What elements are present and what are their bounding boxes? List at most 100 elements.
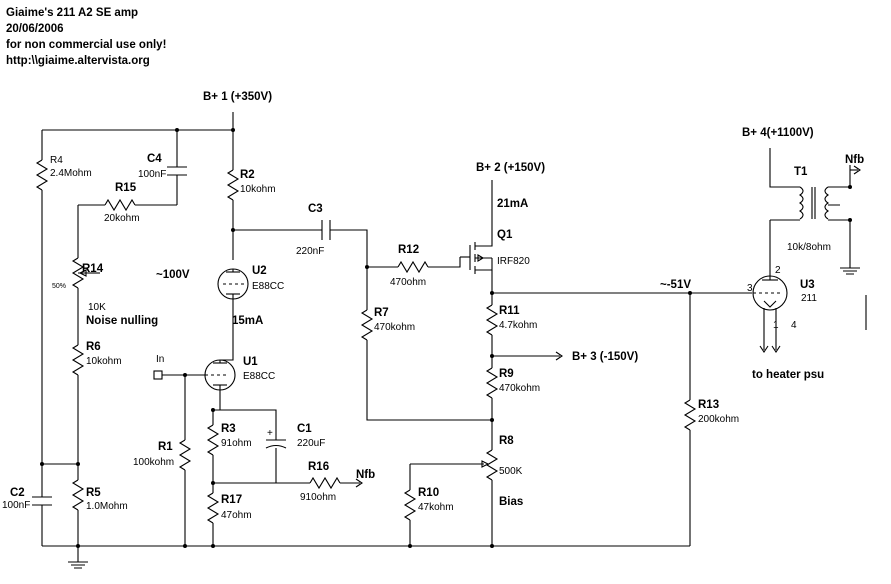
- r1-ref: R1: [158, 441, 173, 453]
- header-title: Giaime's 211 A2 SE amp: [6, 7, 138, 19]
- c4-capacitor: [167, 166, 187, 176]
- r3-value: 91ohm: [221, 438, 252, 449]
- c4-value: 100nF: [138, 169, 166, 180]
- r12-ref: R12: [398, 244, 419, 256]
- r17-ref: R17: [221, 494, 242, 506]
- u3-pin1: 1: [773, 320, 779, 331]
- r5-resistor: [71, 479, 85, 511]
- c3-capacitor: [321, 220, 331, 240]
- r9-ref: R9: [499, 368, 514, 380]
- r5-ref: R5: [86, 487, 101, 499]
- q1-value: IRF820: [497, 256, 530, 267]
- r17-value: 47ohm: [221, 510, 252, 521]
- r15-ref: R15: [115, 182, 137, 194]
- r13-resistor: [683, 399, 697, 431]
- r16-value: 910ohm: [300, 492, 336, 503]
- u1-ref: U1: [243, 356, 258, 368]
- r4-value: 2.4Mohm: [50, 168, 92, 179]
- u3-grid-voltage-label: ~-51V: [660, 279, 691, 291]
- r8-value: 500K: [499, 466, 523, 477]
- r12-value: 470ohm: [390, 277, 426, 288]
- t1-transformer: [799, 165, 851, 268]
- c1-value: 220uF: [297, 438, 325, 449]
- nfb-t1-label: Nfb: [845, 154, 864, 166]
- u2-ref: U2: [252, 265, 267, 277]
- r14-potentiometer: [71, 257, 85, 289]
- t1-value: 10k/8ohm: [787, 242, 831, 253]
- c1-ref: C1: [297, 423, 312, 435]
- r4-ref: R4: [50, 155, 63, 166]
- c2-value: 100nF: [2, 500, 30, 511]
- q1-mosfet: [460, 180, 493, 300]
- r16-ref: R16: [308, 461, 329, 473]
- r7-value: 470kohm: [374, 322, 415, 333]
- r9-resistor: [485, 367, 499, 399]
- b3-label: B+ 3 (-150V): [572, 351, 638, 363]
- r15-value: 20kohm: [104, 213, 140, 224]
- r5-value: 1.0Mohm: [86, 501, 128, 512]
- b1-label: B+ 1 (+350V): [203, 91, 272, 103]
- r15-resistor: [104, 198, 136, 212]
- header-license: for non commercial use only!: [6, 39, 166, 51]
- c2-capacitor: [32, 496, 52, 506]
- r3-ref: R3: [221, 423, 236, 435]
- u3-value: 211: [801, 293, 817, 304]
- header-date: 20/06/2006: [6, 23, 64, 35]
- u1-value: E88CC: [243, 371, 275, 382]
- q1-ref: Q1: [497, 229, 513, 241]
- c2-ref: C2: [10, 487, 25, 499]
- c1-polarity: +: [267, 428, 273, 439]
- r10-ref: R10: [418, 487, 439, 499]
- u3-pin4: 4: [791, 320, 797, 331]
- input-label: In: [156, 354, 164, 365]
- u2-voltage-label: ~100V: [156, 269, 190, 281]
- r3-resistor: [206, 424, 220, 456]
- r6-ref: R6: [86, 341, 101, 353]
- u3-pin3: 3: [747, 283, 753, 294]
- heater-psu-label: to heater psu: [752, 369, 824, 381]
- r6-value: 10kohm: [86, 356, 122, 367]
- nfb-r16-arrow: [355, 478, 363, 488]
- c4-ref: C4: [147, 153, 162, 165]
- u3-tube: [752, 275, 788, 353]
- noise-nulling-label: Noise nulling: [86, 315, 158, 327]
- r4-resistor: [35, 159, 49, 191]
- b2-label: B+ 2 (+150V): [476, 162, 545, 174]
- u2-tube: [217, 268, 249, 345]
- nfb-r16-label: Nfb: [356, 469, 375, 481]
- r2-resistor: [226, 169, 240, 201]
- r11-value: 4.7kohm: [499, 320, 537, 331]
- r2-ref: R2: [240, 169, 255, 181]
- r1-resistor: [178, 439, 192, 471]
- r12-resistor: [397, 260, 429, 274]
- header-url: http:\\giaime.altervista.org: [6, 55, 150, 67]
- u3-pin2: 2: [775, 265, 781, 276]
- u2-current-label: 15mA: [232, 315, 263, 327]
- r1-value: 100kohm: [133, 457, 174, 468]
- u1-tube: [204, 345, 236, 410]
- r9-value: 470kohm: [499, 383, 540, 394]
- u2-value: E88CC: [252, 281, 284, 292]
- r13-ref: R13: [698, 399, 719, 411]
- r17-resistor: [206, 492, 220, 524]
- t1-ref: T1: [794, 166, 808, 178]
- r8-ref: R8: [499, 435, 514, 447]
- r11-resistor: [485, 304, 499, 336]
- r6-resistor: [71, 344, 85, 376]
- r14-ref: R14: [82, 263, 104, 275]
- r7-ref: R7: [374, 307, 389, 319]
- r11-ref: R11: [499, 305, 520, 317]
- r8-bias-potentiometer: [485, 449, 499, 481]
- r16-resistor: [309, 476, 341, 490]
- c3-value: 220nF: [296, 246, 324, 257]
- r10-resistor: [403, 489, 417, 521]
- r13-value: 200kohm: [698, 414, 739, 425]
- r7-resistor: [360, 309, 374, 341]
- r2-value: 10kohm: [240, 184, 276, 195]
- ground-symbol: [68, 546, 88, 569]
- r14-wiper-label: 50%: [52, 283, 66, 290]
- b4-label: B+ 4(+1100V): [742, 127, 814, 139]
- q1-current-label: 21mA: [497, 198, 528, 210]
